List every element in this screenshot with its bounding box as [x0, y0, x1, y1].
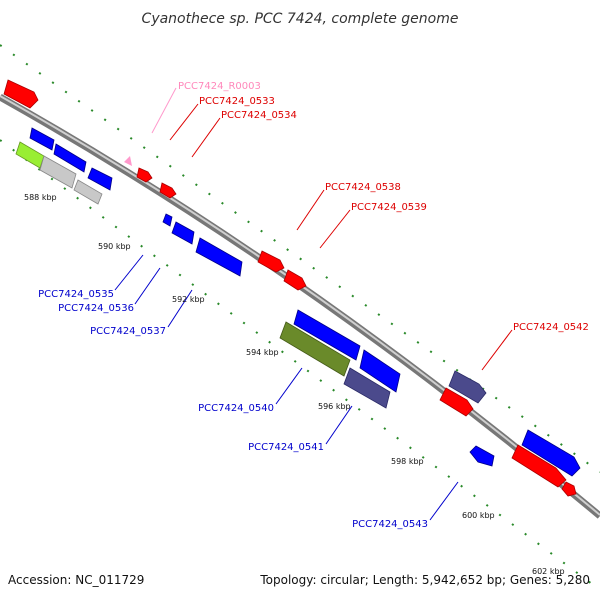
- tick-label-594: 594 kbp: [246, 348, 279, 357]
- gene-feature-0535[interactable]: [162, 213, 173, 227]
- gene-label-0539[interactable]: PCC7424_0539: [351, 202, 427, 213]
- tick-label-600: 600 kbp: [462, 511, 495, 520]
- gene-label-0537[interactable]: PCC7424_0537: [90, 326, 166, 337]
- leader-line-0540: [275, 367, 303, 405]
- leader-line-0535: [114, 254, 144, 291]
- leader-line-r0003: [151, 87, 177, 134]
- leader-line-0539: [319, 209, 351, 249]
- gene-feature-0530[interactable]: [29, 127, 55, 151]
- map-title: Cyanothece sp. PCC 7424, complete genome: [142, 11, 459, 27]
- gene-feature-0532[interactable]: [3, 79, 39, 109]
- leader-lines: [114, 87, 513, 521]
- gene-label-0538[interactable]: PCC7424_0538: [325, 182, 401, 193]
- leader-line-0542: [481, 329, 513, 371]
- gene-feature-0540[interactable]: [279, 321, 351, 377]
- gene-feature-0539[interactable]: [283, 269, 307, 291]
- tick-label-596: 596 kbp: [318, 402, 351, 411]
- leader-line-0533: [169, 103, 199, 141]
- gene-feature-0532b[interactable]: [87, 167, 113, 191]
- tick-label-592: 592 kbp: [172, 295, 205, 304]
- leader-line-0541: [325, 405, 353, 445]
- accession-label: Accession: NC_011729: [8, 573, 145, 587]
- gene-label-0543[interactable]: PCC7424_0543: [352, 519, 428, 530]
- gene-feature-0538[interactable]: [257, 250, 285, 273]
- rna-feature-r0003[interactable]: [124, 156, 132, 166]
- gene-feature-0537[interactable]: [195, 237, 243, 277]
- misc-feature-gray-2[interactable]: [73, 179, 103, 205]
- tick-label-602: 602 kbp: [532, 567, 565, 576]
- gene-label-0536[interactable]: PCC7424_0536: [58, 303, 134, 314]
- tick-label-588: 588 kbp: [24, 193, 57, 202]
- leader-line-0537: [167, 289, 193, 328]
- gene-labels: PCC7424_R0003 PCC7424_0533 PCC7424_0534 …: [38, 81, 589, 530]
- gene-feature-0534[interactable]: [159, 182, 177, 199]
- gene-feature-0546[interactable]: [561, 481, 577, 497]
- gene-label-0541[interactable]: PCC7424_0541: [248, 442, 324, 453]
- reverse-strand-features: [15, 127, 495, 467]
- gene-label-r0003[interactable]: PCC7424_R0003: [178, 81, 261, 92]
- misc-feature-lime[interactable]: [15, 141, 45, 169]
- gene-label-0535[interactable]: PCC7424_0535: [38, 289, 114, 300]
- leader-line-0534: [191, 117, 221, 158]
- gene-feature-0536[interactable]: [171, 221, 195, 245]
- gene-feature-0542[interactable]: [439, 387, 474, 417]
- leader-line-0538: [296, 189, 325, 231]
- gene-feature-0540-overlap[interactable]: [448, 370, 487, 404]
- tick-label-598: 598 kbp: [391, 457, 424, 466]
- gene-label-0542[interactable]: PCC7424_0542: [513, 322, 589, 333]
- gene-label-0534[interactable]: PCC7424_0534: [221, 110, 297, 121]
- gene-feature-0545[interactable]: [511, 444, 567, 488]
- gene-feature-0533[interactable]: [136, 167, 153, 183]
- gene-feature-0531[interactable]: [53, 143, 87, 173]
- misc-feature-gray-1[interactable]: [39, 155, 77, 189]
- leader-line-0543: [429, 481, 459, 521]
- scale-ticks: 588 kbp 590 kbp 592 kbp 594 kbp 596 kbp …: [24, 193, 565, 576]
- leader-line-0536: [134, 267, 161, 305]
- gene-label-0533[interactable]: PCC7424_0533: [199, 96, 275, 107]
- gene-feature-0541b[interactable]: [359, 349, 401, 393]
- outer-guide-track: [0, 44, 600, 473]
- inner-guide-track: [0, 139, 600, 591]
- gene-feature-0541[interactable]: [343, 367, 391, 409]
- gene-feature-0543[interactable]: [469, 445, 495, 467]
- forward-strand-features: [3, 79, 581, 497]
- tick-label-590: 590 kbp: [98, 242, 131, 251]
- gene-label-0540[interactable]: PCC7424_0540: [198, 403, 274, 414]
- gene-feature-0540b[interactable]: [293, 309, 361, 361]
- gene-feature-0544[interactable]: [521, 429, 581, 477]
- genome-summary-label: Topology: circular; Length: 5,942,652 bp…: [260, 573, 590, 587]
